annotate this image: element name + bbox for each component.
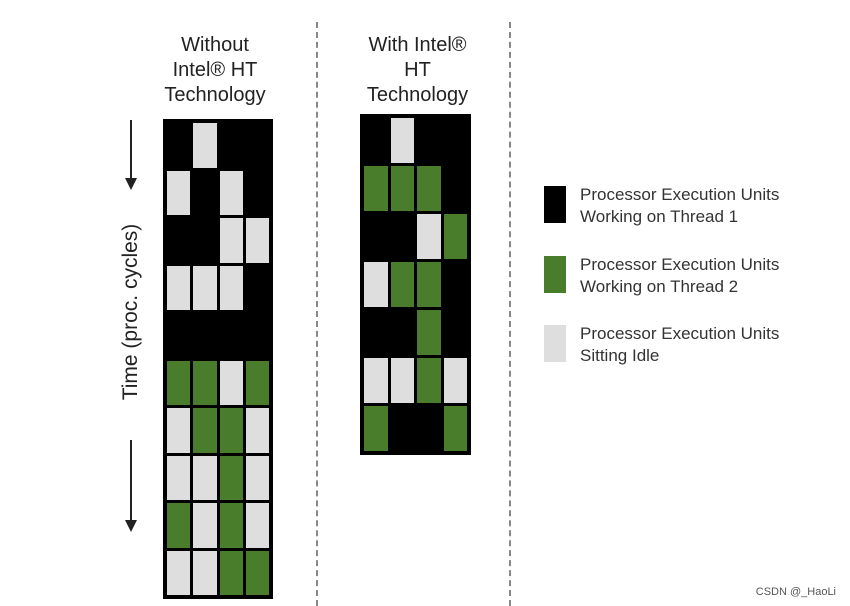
- cell-idle: [193, 455, 217, 500]
- cell-t1: [245, 170, 269, 215]
- watermark: CSDN @_HaoLi: [755, 586, 836, 598]
- cell-idle: [167, 170, 191, 215]
- time-axis-label: Time (proc. cycles): [119, 223, 142, 401]
- cell-t2: [219, 455, 243, 500]
- legend-item-idle: Processor Execution Units Sitting Idle: [544, 324, 780, 367]
- cell-t1: [443, 118, 467, 163]
- cell-t2: [245, 550, 269, 595]
- cell-t2: [443, 406, 467, 451]
- time-arrow-bottom-line: [130, 440, 132, 520]
- cell-t1: [245, 123, 269, 168]
- cell-t1: [167, 123, 191, 168]
- cell-idle: [219, 360, 243, 405]
- cell-t2: [390, 262, 414, 307]
- cell-idle: [167, 550, 191, 595]
- cell-t1: [443, 310, 467, 355]
- cell-idle: [390, 118, 414, 163]
- cell-t2: [390, 166, 414, 211]
- cell-t1: [364, 214, 388, 259]
- cell-t1: [219, 313, 243, 358]
- time-arrow-bottom-icon: [125, 520, 137, 532]
- cell-t2: [167, 360, 191, 405]
- cell-t2: [219, 550, 243, 595]
- cell-idle: [245, 408, 269, 453]
- cell-t2: [417, 310, 441, 355]
- cell-idle: [245, 503, 269, 548]
- time-arrow-top-line: [130, 120, 132, 178]
- cell-t2: [417, 166, 441, 211]
- grid-with-ht: [360, 114, 471, 455]
- cell-idle: [193, 265, 217, 310]
- cell-t2: [443, 214, 467, 259]
- cell-t1: [193, 218, 217, 263]
- cell-idle: [245, 455, 269, 500]
- cell-idle: [167, 408, 191, 453]
- cell-t2: [417, 358, 441, 403]
- cell-t1: [417, 406, 441, 451]
- cell-t2: [219, 503, 243, 548]
- legend-swatch-idle: [544, 325, 566, 362]
- cell-t2: [364, 166, 388, 211]
- cell-t1: [193, 313, 217, 358]
- cell-t1: [390, 214, 414, 259]
- legend-swatch-thread2: [544, 256, 566, 293]
- cell-t2: [167, 503, 191, 548]
- cell-t1: [167, 218, 191, 263]
- cell-idle: [443, 358, 467, 403]
- cell-idle: [193, 503, 217, 548]
- cell-t1: [390, 406, 414, 451]
- cell-t1: [390, 310, 414, 355]
- legend-swatch-thread1: [544, 186, 566, 223]
- cell-t2: [219, 408, 243, 453]
- cell-t1: [417, 118, 441, 163]
- cell-t1: [364, 310, 388, 355]
- cell-t1: [245, 265, 269, 310]
- cell-t2: [193, 360, 217, 405]
- divider-dashed-2: [509, 22, 511, 606]
- cell-t2: [364, 406, 388, 451]
- legend-label-thread1: Processor Execution Units Working on Thr…: [580, 185, 780, 226]
- cell-idle: [390, 358, 414, 403]
- time-arrow-top-icon: [125, 178, 137, 190]
- title-without-ht: Without Intel® HT Technology: [164, 34, 266, 106]
- cell-idle: [245, 218, 269, 263]
- legend-label-thread2: Processor Execution Units Working on Thr…: [580, 255, 780, 296]
- divider-dashed-1: [316, 22, 318, 606]
- cell-t1: [364, 118, 388, 163]
- legend-item-thread1: Processor Execution Units Working on Thr…: [544, 185, 780, 228]
- cell-idle: [219, 170, 243, 215]
- legend-item-thread2: Processor Execution Units Working on Thr…: [544, 255, 780, 298]
- cell-idle: [193, 550, 217, 595]
- cell-t1: [245, 313, 269, 358]
- cell-idle: [219, 265, 243, 310]
- cell-t1: [167, 313, 191, 358]
- cell-idle: [167, 455, 191, 500]
- cell-t2: [245, 360, 269, 405]
- cell-idle: [193, 123, 217, 168]
- cell-t1: [443, 166, 467, 211]
- cell-idle: [219, 218, 243, 263]
- legend-label-idle: Processor Execution Units Sitting Idle: [580, 324, 780, 365]
- cell-t2: [193, 408, 217, 453]
- cell-t1: [193, 170, 217, 215]
- title-with-ht: With Intel® HT Technology: [366, 34, 469, 106]
- cell-idle: [364, 358, 388, 403]
- cell-t1: [219, 123, 243, 168]
- cell-t1: [443, 262, 467, 307]
- grid-without-ht: [163, 119, 273, 599]
- cell-idle: [167, 265, 191, 310]
- cell-idle: [417, 214, 441, 259]
- cell-idle: [364, 262, 388, 307]
- cell-t2: [417, 262, 441, 307]
